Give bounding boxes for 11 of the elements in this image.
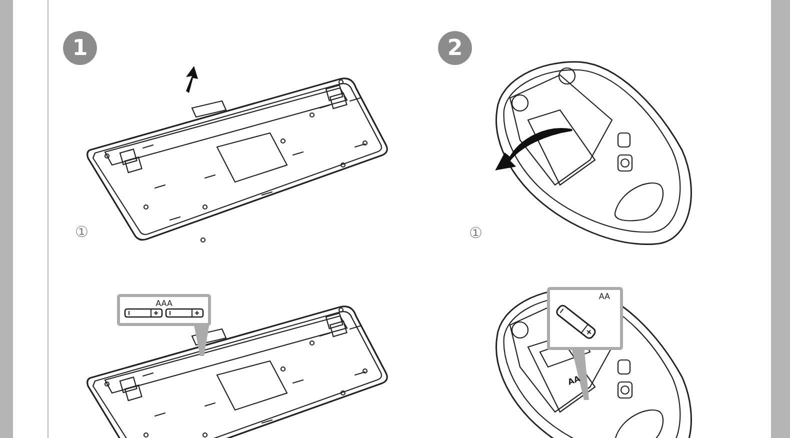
step-number: 1 (72, 36, 88, 60)
battery-type-text: AA (567, 375, 582, 387)
battery-callout (547, 287, 623, 350)
step-number: 2 (447, 36, 463, 60)
battery-callout (117, 294, 211, 326)
step-number-badge (438, 31, 472, 65)
step-number-badge (63, 31, 97, 65)
callout-number: ① (75, 225, 88, 240)
battery-type-text: AAA (156, 299, 172, 308)
battery-type-text: AA (598, 292, 610, 301)
callout-number: ① (469, 226, 482, 241)
